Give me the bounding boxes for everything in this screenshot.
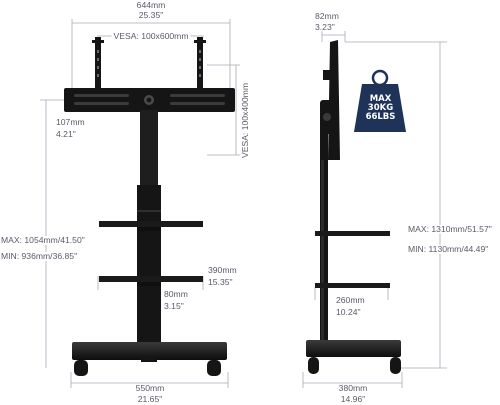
- side-lower-shelf: [315, 283, 390, 288]
- offset-dimension: [40, 99, 148, 186]
- side-column-highlight: [321, 160, 324, 340]
- weight-icon: [354, 69, 406, 132]
- shelf-depth-dimension: [314, 287, 389, 300]
- shelf-gap-in: 3.15": [164, 301, 184, 311]
- top-width-dimension: [71, 19, 231, 92]
- depth-mm: 82mm: [315, 11, 339, 21]
- side-height-min: MIN: 1130mm/44.49": [406, 244, 491, 254]
- base-width-dimension: [70, 372, 229, 388]
- base-width-mm: 550mm: [135, 383, 165, 393]
- plate-slots: [74, 94, 225, 105]
- shelf-bracket-lower: [137, 282, 161, 286]
- badge-line-2: 30KG: [367, 103, 394, 114]
- rail-holes: [97, 50, 201, 77]
- vesa-horizontal-label: VESA: 100x600mm: [111, 31, 191, 41]
- lower-shelf: [99, 276, 203, 282]
- mount-joint-knob: [323, 113, 331, 121]
- mount-knob-center: [146, 97, 152, 103]
- side-casters: [308, 357, 401, 374]
- front-height-min: MIN: 936mm/36.85": [1, 251, 80, 261]
- upper-column: [140, 110, 158, 188]
- side-base: [306, 340, 401, 357]
- front-height-max: MAX: 1054mm/41.50": [1, 235, 87, 245]
- base-depth-mm: 380mm: [338, 383, 368, 393]
- side-upper-shelf: [315, 231, 390, 236]
- front-casters: [74, 358, 221, 376]
- depth-dimension: [321, 31, 346, 42]
- side-view: [302, 31, 447, 388]
- side-height-dimension: [345, 41, 447, 369]
- front-base: [72, 342, 227, 360]
- shelf-depth-in: 10.24": [336, 307, 361, 317]
- shelf-bracket-upper: [137, 227, 161, 231]
- side-height-max: MAX: 1310mm/51.57": [406, 224, 494, 234]
- base-depth-in: 14.96": [340, 394, 366, 404]
- lower-column: [137, 185, 161, 353]
- mount-hinge-top: [323, 70, 333, 80]
- badge-text: MAX 30KG 66LBS: [363, 94, 398, 123]
- vesa-rails: [92, 37, 206, 107]
- badge-line-3: 66LBS: [365, 112, 396, 123]
- shelf-width-in: 15.35": [208, 277, 233, 287]
- front-view: [40, 19, 240, 388]
- upper-shelf: [99, 221, 203, 227]
- base-depth-dimension: [302, 372, 403, 388]
- depth-in: 3.23": [315, 22, 335, 32]
- offset-in: 4.21": [56, 129, 76, 139]
- shelf-gap-mm: 80mm: [164, 289, 188, 299]
- offset-mm: 107mm: [56, 117, 85, 127]
- top-width-in: 25.35": [138, 10, 164, 20]
- column-seam: [137, 210, 161, 212]
- base-width-in: 21.65": [137, 394, 163, 404]
- shelf-depth-mm: 260mm: [336, 295, 365, 305]
- vesa-v-dimension: [207, 64, 240, 156]
- mount-profile: [328, 40, 340, 160]
- top-width-mm: 644mm: [136, 0, 166, 10]
- vesa-vertical-label: VESA: 100x400mm: [240, 83, 250, 158]
- shelf-width-mm: 390mm: [208, 265, 237, 275]
- badge-line-1: MAX: [369, 94, 392, 104]
